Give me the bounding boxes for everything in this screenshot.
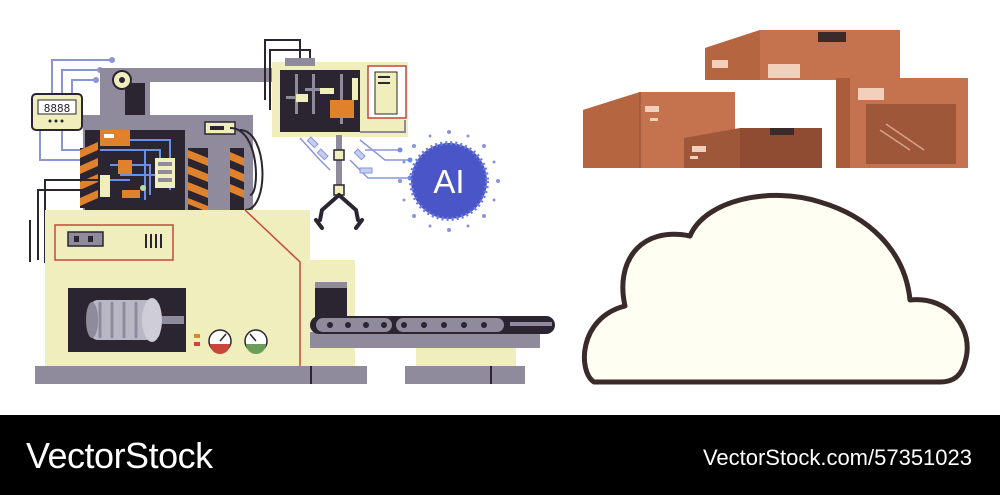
illustration-canvas: 8888 [29,30,970,385]
footer-bar: VectorStock VectorStock.com/57351023 [0,415,1000,495]
factory-machine-icon: 8888 [29,39,525,384]
cloud-icon [581,193,970,385]
circuit-board [90,130,175,200]
ai-chip-icon: AI [398,130,500,232]
meter-readout: 8888 [44,102,71,115]
gauge-icon [194,329,268,354]
cardboard-boxes-icon [583,30,968,168]
conveyor-belt-icon [310,316,555,366]
image-id-label: VectorStock.com/57351023 [702,445,972,470]
electric-motor-icon [68,288,186,352]
control-panel-box [272,58,408,137]
digital-meter: 8888 [31,93,83,131]
robotic-claw-icon [299,135,413,230]
brand-logo[interactable]: VectorStock [26,435,213,476]
ai-badge-label: AI [433,163,464,200]
